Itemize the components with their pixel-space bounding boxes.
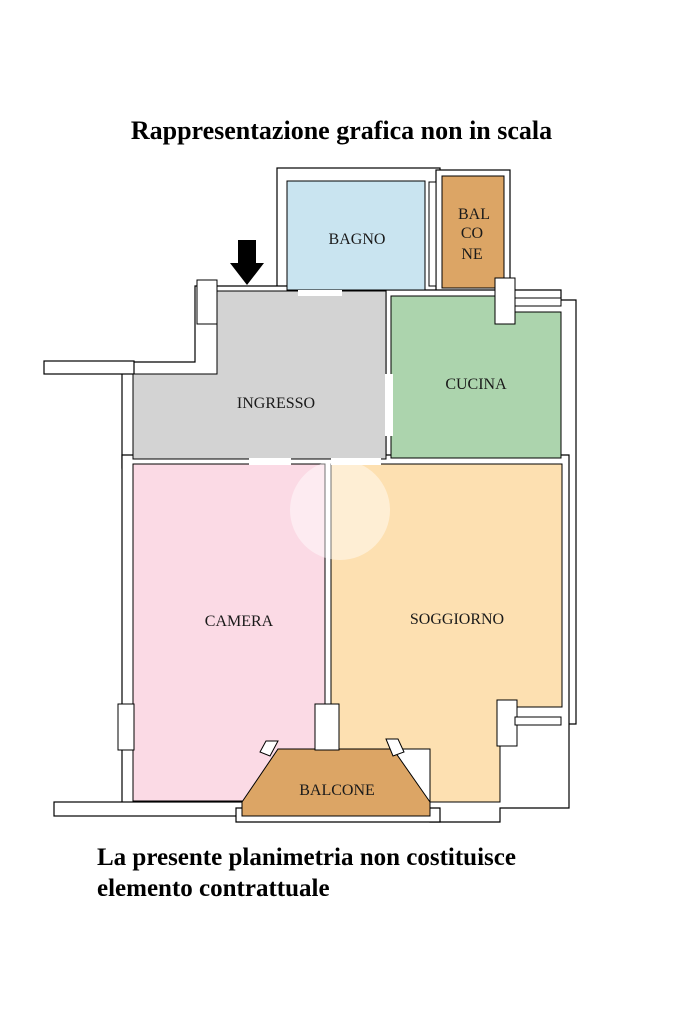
page-title: Rappresentazione grafica non in scala — [130, 116, 553, 145]
cucina-pillar — [494, 277, 516, 325]
bagno-door — [298, 290, 342, 296]
soggiorno-door — [331, 458, 381, 465]
bagno-room — [286, 180, 426, 291]
balcone-pillar-right — [385, 738, 405, 757]
soggiorno-pillar — [496, 699, 518, 747]
ingresso-room — [132, 290, 387, 460]
camera-window — [117, 703, 135, 751]
camera-balcony-pillar — [314, 703, 340, 751]
soggiorno-label: SOGGIORNO — [410, 611, 504, 628]
cucina-door — [385, 374, 393, 436]
camera-label: CAMERA — [205, 613, 274, 630]
disclaimer-line-1: La presente planimetria non costituisce — [97, 844, 516, 871]
bagno-window — [428, 181, 437, 287]
left-wall-stub — [43, 360, 135, 375]
cucina-window — [514, 297, 562, 307]
disclaimer: La presente planimetria non costituisce … — [97, 842, 516, 904]
bottom-left-wall-stub — [53, 801, 245, 817]
bagno-label: BAGNO — [329, 231, 386, 248]
balcone-small-label-3: NE — [461, 246, 482, 263]
balcone-small-label-2: CO — [461, 225, 483, 242]
entrance-arrow-icon — [230, 240, 264, 285]
balcone-label: BALCONE — [299, 782, 375, 799]
balcone-pillar-left — [259, 740, 279, 757]
balcone-small-label-1: BAL — [458, 206, 490, 223]
details — [117, 181, 562, 757]
camera-room — [132, 463, 326, 802]
ingresso-pillar — [196, 279, 218, 325]
disclaimer-line-2: elemento contrattuale — [97, 875, 330, 902]
openings — [249, 290, 393, 465]
ingresso-label: INGRESSO — [237, 395, 315, 412]
soggiorno-window — [514, 716, 562, 726]
camera-door — [249, 458, 291, 465]
balcone-small-room — [441, 175, 505, 289]
watermark-logo — [290, 460, 390, 560]
cucina-label: CUCINA — [445, 376, 507, 393]
